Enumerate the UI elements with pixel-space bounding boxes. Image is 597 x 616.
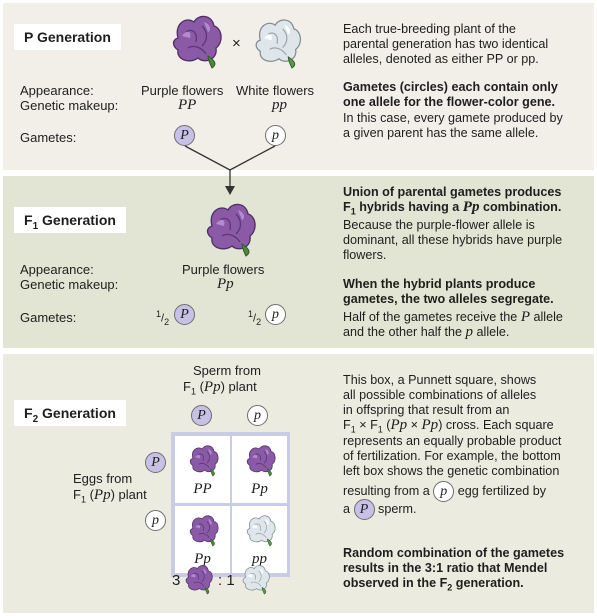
punnett-cell-PP: PP	[175, 436, 230, 503]
f1-bold1-line-2: F1 hybrids having a Pp combination.	[343, 199, 562, 217]
p-gametes-label: Gametes:	[20, 130, 77, 145]
punnett-square: PP Pp Pp pp	[171, 432, 290, 577]
f1-bold2-line-1: When the hybrid plants produce	[343, 277, 536, 291]
p-gamete-recessive: p	[265, 125, 286, 146]
punnett-genotype: Pp	[251, 481, 268, 497]
p-desc2-line-1: In this case, every gamete produced by	[343, 111, 563, 125]
f1-desc2-line-2: and the other half the p allele.	[343, 324, 510, 340]
f2-desc-line-4: F1 × F1 (Pp × Pp) cross. Each square	[343, 417, 554, 435]
purple-flower-icon	[185, 565, 213, 595]
f2-desc-line-5: represents an equally probable product	[343, 434, 562, 448]
f1-desc2-line-1: Half of the gametes receive the P allele	[343, 309, 563, 325]
punnett-cell-Pp-bottom: Pp	[175, 506, 230, 573]
purple-flower-icon	[189, 445, 219, 477]
f1-generation-panel	[3, 176, 594, 348]
white-flowers-label: White flowers	[236, 83, 315, 98]
purple-flower-icon	[246, 445, 276, 477]
p-desc-line-1: Each true-breeding plant of the	[343, 22, 516, 36]
p-desc-line-2: parental generation has two identical	[343, 37, 549, 51]
f1-desc1-line-3: flowers.	[343, 248, 387, 262]
f2-desc-line-8: resulting from a p egg fertilized by	[343, 481, 546, 502]
f2-desc-line-1: This box, a Punnett square, shows	[343, 373, 537, 387]
punnett-cell-Pp-top: Pp	[232, 436, 287, 503]
f1-bold2-line-2: gametes, the two alleles segregate.	[343, 292, 554, 306]
f1-desc1-line-1: Because the purple-flower allele is	[343, 218, 535, 232]
f1-genetic-label: Genetic makeup:	[20, 277, 119, 292]
f2-bold-line-2: results in the 3:1 ratio that Mendel	[343, 561, 548, 575]
f1-gamete-dominant: P	[174, 304, 195, 325]
inline-gamete-dominant: P	[353, 499, 375, 520]
p-bold-line-1: Gametes (circles) each contain only	[343, 80, 558, 94]
f1-genotype: Pp	[217, 276, 234, 292]
p-genetic-label: Genetic makeup:	[20, 98, 119, 113]
cross-symbol: ×	[232, 35, 241, 52]
f1-generation-title: F1 Generation	[14, 207, 126, 233]
purple-flowers-label: Purple flowers	[141, 83, 224, 98]
sperm-gamete-dominant: P	[191, 405, 212, 426]
sperm-label-line-1: Sperm from	[193, 363, 261, 378]
punnett-genotype: Pp	[194, 551, 211, 567]
sperm-gamete-recessive: p	[247, 405, 268, 426]
eggs-label-line-2: F1 (Pp) plant	[73, 487, 147, 505]
pp-dominant-genotype: PP	[178, 97, 197, 113]
f2-desc-line-9: a P sperm.	[343, 499, 417, 520]
fraction-half-dominant: 1/2	[156, 309, 170, 327]
eggs-label-line-1: Eggs from	[73, 471, 133, 486]
pp-recessive-genotype: pp	[272, 97, 287, 113]
p-appearance-label: Appearance:	[20, 83, 94, 98]
inline-gamete-recessive: p	[433, 481, 455, 502]
f1-desc1-line-2: dominant, all these hybrids have purple	[343, 233, 563, 247]
white-flower-icon	[242, 565, 270, 595]
sperm-label-line-2: F1 (Pp) plant	[183, 379, 257, 397]
p-bold-line-2: one allele for the flower-color gene.	[343, 95, 556, 109]
f2-desc-line-2: all possible combinations of alleles	[343, 388, 537, 402]
ratio-one: : 1	[218, 572, 235, 589]
purple-flower-icon	[206, 203, 256, 257]
ratio-three: 3	[172, 572, 181, 589]
punnett-genotype: pp	[252, 551, 267, 567]
purple-flower-icon	[189, 515, 219, 547]
punnett-cell-pp: pp	[232, 506, 287, 573]
egg-gamete-recessive: p	[145, 510, 166, 531]
p-desc2-line-2: a given parent has the same allele.	[343, 126, 539, 140]
f1-gametes-label: Gametes:	[20, 310, 77, 325]
f1-purple-flowers-label: Purple flowers	[182, 262, 265, 277]
f2-desc-line-6: of fertilization. For example, the botto…	[343, 449, 561, 463]
punnett-genotype: PP	[193, 481, 212, 497]
f2-generation-panel	[3, 354, 594, 613]
f1-appearance-label: Appearance:	[20, 262, 94, 277]
f2-desc-line-7: left box shows the genetic combination	[343, 464, 560, 478]
egg-gamete-dominant: P	[145, 452, 166, 473]
p-gamete-dominant: P	[174, 125, 195, 146]
f2-bold-line-1: Random combination of the gametes	[343, 546, 565, 560]
p-generation-title: P Generation	[14, 24, 121, 50]
f2-bold-line-3: observed in the F2 generation.	[343, 576, 524, 593]
f1-gamete-recessive: p	[265, 304, 286, 325]
f2-generation-title: F2 Generation	[14, 400, 126, 426]
f2-desc-line-3: in offspring that result from an	[343, 403, 510, 417]
f1-bold1-line-1: Union of parental gametes produces	[343, 185, 562, 199]
fraction-half-recessive: 1/2	[248, 309, 262, 327]
p-desc-line-3: alleles, denoted as either PP or pp.	[343, 52, 539, 66]
white-flower-icon	[246, 515, 276, 547]
